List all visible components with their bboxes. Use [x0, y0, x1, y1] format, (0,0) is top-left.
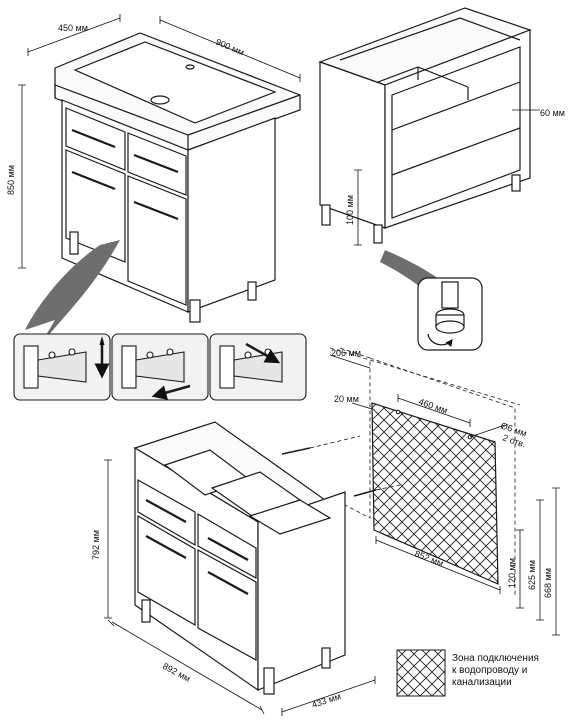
- dim-zone-h2: 625 мм: [527, 560, 537, 590]
- dim-frame-side: 60 мм: [540, 108, 565, 118]
- leg-adjuster-detail: [417, 277, 483, 351]
- connection-zone-hatch: [371, 402, 499, 585]
- wall-outline: [329, 347, 521, 595]
- cabinet-open-drawers: [133, 421, 346, 695]
- dim-zone-h3: 668 мм: [543, 568, 553, 598]
- top-right-dimension-lines: [354, 109, 540, 246]
- hinge-panel-1: [13, 333, 111, 401]
- legend-line-2: к водопроводу и: [452, 665, 528, 676]
- hinge-callout-arrow: [25, 240, 120, 345]
- legend-swatch: [396, 649, 446, 697]
- screw-guide-lines: [309, 435, 401, 491]
- dim-bottom-width: 892 мм: [161, 661, 192, 684]
- wall-dimension-lines: [329, 354, 560, 636]
- dim-wall-left: 206 мм: [331, 348, 361, 358]
- dim-leg-height: 100 мм: [345, 195, 355, 225]
- hinge-panel-2: [111, 333, 209, 401]
- legend-line-1: Зона подключения: [452, 653, 539, 664]
- top-left-dimension-lines: [18, 14, 301, 269]
- dim-top-width: 900 мм: [214, 37, 245, 58]
- dim-bottom-height: 792 мм: [91, 530, 101, 560]
- dim-top-height: 850 мм: [6, 165, 16, 195]
- dim-top-depth: 450 мм: [58, 23, 88, 33]
- dim-zone-h1: 120 мм: [507, 558, 517, 588]
- dim-wall-top-offset: 20 мм: [334, 394, 359, 404]
- bottom-left-dimension-lines: [104, 459, 376, 716]
- dim-hole-spacing: 460 мм: [417, 396, 449, 415]
- dim-bottom-depth: 433 мм: [311, 691, 343, 710]
- mounting-screws: [281, 447, 377, 497]
- legend: Зона подключения к водопроводу и канализ…: [452, 653, 570, 689]
- wall-hole-left: [395, 409, 401, 415]
- frame-cabinet: [318, 7, 532, 244]
- hinge-panel-3: [209, 333, 307, 401]
- legend-line-3: канализации: [452, 677, 512, 688]
